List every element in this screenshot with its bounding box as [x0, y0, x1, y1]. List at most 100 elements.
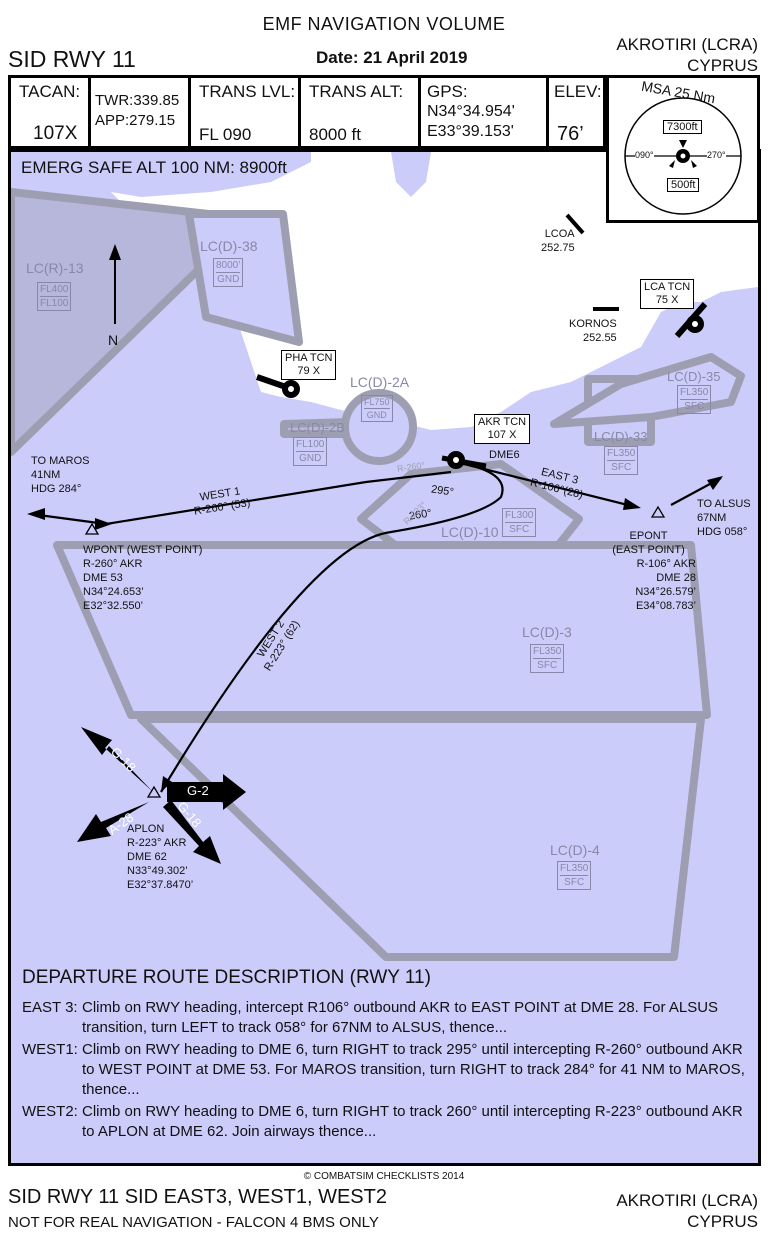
- epont-lat: N34°26.579’: [635, 586, 696, 598]
- description-east3-text: Climb on RWY heading, intercept R106° ou…: [82, 999, 719, 1036]
- gps-label: GPS:: [427, 82, 468, 101]
- epont-radial: R-106° AKR: [636, 558, 696, 570]
- area-lcd-2b-top: FL100: [296, 439, 325, 452]
- airway-g2: [167, 774, 246, 810]
- area-lcd-38-limits: 8000’GND: [213, 258, 244, 287]
- approach-frequency: APP:279.15: [95, 112, 176, 129]
- volume-title: EMF NAVIGATION VOLUME: [262, 14, 506, 34]
- area-lcd-10-name: LC(D)-10: [441, 524, 499, 540]
- description-east3: EAST 3: Climb on RWY heading, intercept …: [22, 998, 757, 1038]
- pha-tacan-symbol: [256, 374, 300, 398]
- kornos-frequency: 252.55: [583, 332, 617, 344]
- aplon-lon: E32°37.8470’: [127, 879, 194, 891]
- elevation-cell: ELEV: 76’: [549, 78, 603, 146]
- description-west1-text: Climb on RWY heading to DME 6, turn RIGH…: [82, 1041, 745, 1098]
- area-lcd-35-bottom: SFC: [684, 401, 705, 412]
- airway-g18-up: [81, 727, 153, 792]
- trans-level-label: TRANS LVL:: [199, 82, 296, 101]
- description-west1-key: WEST1:: [22, 1041, 78, 1058]
- area-lcd-4-bottom: SFC: [564, 877, 585, 888]
- maros-distance: 41NM: [31, 469, 61, 481]
- trans-level-cell: TRANS LVL: FL 090: [191, 78, 301, 146]
- alsus-heading: HDG 058°: [697, 526, 748, 538]
- akr-tacan-name: AKR TCN: [478, 416, 527, 428]
- area-lcd-38-name: LC(D)-38: [200, 238, 258, 254]
- area-lcd-3-bottom: SFC: [537, 660, 558, 671]
- gps-latitude: N34°34.954': [427, 103, 515, 120]
- area-lcd-2a: [341, 389, 417, 465]
- wpont-symbol: [84, 522, 100, 535]
- kornos-name: KORNOS: [569, 318, 617, 330]
- aplon-radial: R-223° AKR: [127, 837, 187, 849]
- maros-transition-info: TO MAROS 41NM HDG 284°: [31, 454, 89, 496]
- footer-chart-name: SID RWY 11 SID EAST3, WEST1, WEST2: [8, 1186, 387, 1208]
- lca-tacan-symbol: [674, 302, 708, 338]
- maros-name: TO MAROS: [31, 455, 90, 467]
- airway-a28: [77, 802, 149, 842]
- epont-name: EPONT: [629, 530, 668, 542]
- emergency-safe-altitude: EMERG SAFE ALT 100 NM: 8900ft: [21, 158, 287, 177]
- wpont-info: WPONT (WEST POINT) R-260° AKR DME 53 N34…: [83, 543, 202, 613]
- epont-dme: DME 28: [656, 572, 696, 584]
- area-lcd-35: [550, 353, 745, 428]
- area-lcd-2a-top: FL750: [364, 397, 390, 409]
- airway-g18-down: [163, 800, 221, 864]
- area-lcr-13-top: FL400: [40, 284, 69, 297]
- aplon-info: APLON R-223° AKR DME 62 N33°49.302’ E32°…: [127, 822, 193, 892]
- aplon-name: APLON: [127, 823, 165, 835]
- trans-level-value: FL 090: [199, 125, 252, 144]
- msa-right-bearing: 270°: [707, 150, 726, 160]
- footer-airport-country: CYPRUS: [687, 1212, 758, 1231]
- lcoa-frequency: 252.75: [541, 242, 575, 254]
- alsus-distance: 67NM: [697, 512, 727, 524]
- maros-heading: HDG 284°: [31, 483, 82, 495]
- area-lcd-2a-bottom: GND: [366, 410, 387, 420]
- footer-airport: AKROTIRI (LCRA) CYPRUS: [616, 1190, 758, 1232]
- airport-header: AKROTIRI (LCRA) CYPRUS: [616, 34, 758, 76]
- lca-tacan-channel: 75 X: [655, 294, 679, 306]
- trans-alt-label: TRANS ALT:: [309, 82, 404, 101]
- aplon-dme: DME 62: [127, 851, 167, 863]
- airway-g2-label: G-2: [187, 783, 209, 798]
- epont-symbol: [650, 505, 666, 518]
- pha-tacan-name: PHA TCN: [285, 352, 333, 364]
- elevation-label: ELEV:: [554, 82, 602, 101]
- aplon-symbol: [146, 785, 162, 798]
- routes: [30, 460, 722, 793]
- area-lcr-13-name: LC(R)-13: [26, 260, 84, 276]
- area-lcd-38-top: 8000’: [216, 260, 241, 273]
- lca-tacan-name: LCA TCN: [644, 281, 691, 293]
- trans-alt-value: 8000 ft: [309, 125, 361, 144]
- wpont-lon: E32°32.550’: [83, 600, 144, 612]
- frequency-cell: TWR:339.85 APP:279.15: [91, 78, 191, 146]
- wpont-radial: R-260° AKR: [83, 558, 143, 570]
- route-description: DEPARTURE ROUTE DESCRIPTION (RWY 11) EAS…: [22, 968, 757, 1144]
- area-lcd-33-bottom: SFC: [611, 462, 632, 473]
- west2-arrowhead: [161, 776, 172, 792]
- elevation-value: 76’: [557, 123, 584, 145]
- departure-map: EMERG SAFE ALT 100 NM: 8900ft N LC(R)-13…: [8, 149, 761, 1166]
- airport-country: CYPRUS: [687, 56, 758, 75]
- gps-cell: GPS: N34°34.954' E33°39.153': [421, 78, 549, 146]
- description-west1: WEST1: Climb on RWY heading to DME 6, tu…: [22, 1040, 757, 1100]
- pha-tacan-channel: 79 X: [297, 365, 321, 377]
- area-lcd-38-bottom: GND: [217, 274, 240, 285]
- chart-name: SID RWY 11: [8, 46, 136, 72]
- description-west2: WEST2: Climb on RWY heading to DME 6, tu…: [22, 1102, 757, 1142]
- area-lcd-4-name: LC(D)-4: [550, 842, 600, 858]
- area-lcd-10-bottom: SFC: [509, 524, 530, 535]
- epont-lon: E34°08.783’: [635, 600, 696, 612]
- area-lcd-4: [137, 715, 705, 961]
- area-lcd-2b-name: LC(D)-2B: [290, 420, 345, 435]
- west1-arrowhead: [95, 518, 112, 530]
- footer-airport-name: AKROTIRI (LCRA): [616, 1191, 758, 1210]
